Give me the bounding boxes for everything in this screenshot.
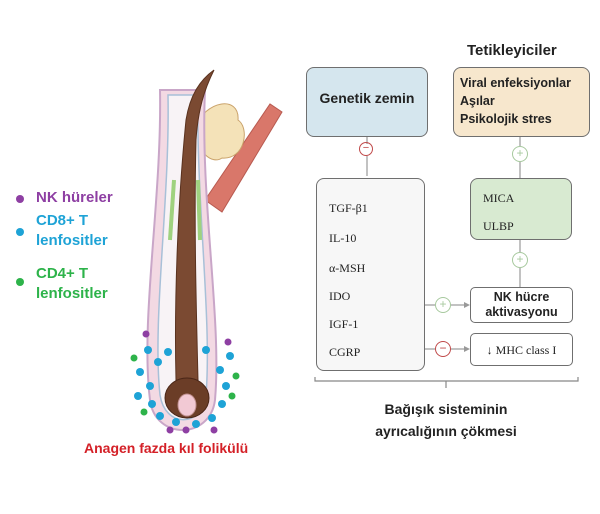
mhc-box: ↓ MHC class I: [470, 333, 573, 366]
trigger-item-stress: Psikolojik stres: [460, 112, 552, 126]
minus-circle-genetic: −: [359, 142, 373, 156]
mhc-label: ↓ MHC class I: [486, 343, 557, 357]
immune-cells-cluster: [130, 330, 240, 434]
nk-ligand-box: MICA ULBP: [470, 178, 572, 240]
nk-activation-label-line2: aktivasyonu: [485, 305, 558, 319]
outcome-label: Bağışık sisteminin ayrıcalığının çökmesi: [375, 401, 517, 439]
trigger-item-viral: Viral enfeksiyonlar: [460, 76, 571, 90]
genetic-background-box: Genetik zemin: [306, 67, 428, 137]
trigger-item-vaccines: Aşılar: [460, 94, 495, 108]
factor-amsh: α-MSH: [329, 261, 366, 275]
nk-activation-box: NK hücre aktivasyonu: [470, 287, 573, 323]
nk-legend-dot: [16, 195, 24, 203]
plus-circle-triggers: +: [512, 146, 528, 162]
triggers-heading: Tetikleyiciler: [467, 42, 557, 59]
follicle-caption: Anagen fazda kıl folikülü: [84, 440, 249, 456]
ligand-ulbp: ULBP: [483, 219, 514, 233]
dermal-papilla: [177, 393, 197, 417]
ligand-mica: MICA: [483, 191, 515, 205]
factor-tgf: TGF-β1: [329, 201, 368, 215]
immune-factors-box: TGF-β1 IL-10 α-MSH IDO IGF-1 CGRP: [316, 178, 425, 371]
factor-il10: IL-10: [329, 231, 357, 245]
plus-circle-ligands: +: [512, 252, 528, 268]
companion-layer-left: [168, 179, 176, 241]
arrector-pili-muscle: [204, 103, 283, 213]
cd4-legend-dot: [16, 278, 24, 286]
factor-ido: IDO: [329, 289, 351, 303]
plus-circle-nk: +: [435, 297, 451, 313]
legend-cd4-label: CD4+ T lenfositler: [36, 265, 108, 302]
minus-circle-mhc: −: [435, 341, 451, 357]
factor-cgrp: CGRP: [329, 345, 361, 359]
cd8-legend-dot: [16, 228, 24, 236]
outcome-bracket: [314, 377, 579, 382]
factor-igf1: IGF-1: [329, 317, 359, 331]
triggers-box: Viral enfeksiyonlar Aşılar Psikolojik st…: [453, 67, 590, 137]
legend-cd8-label: CD8+ T lenfositler: [36, 212, 108, 249]
nk-activation-label-line1: NK hücre: [493, 290, 550, 304]
sebaceous-gland: [194, 103, 245, 161]
legend-nk-label: NK hüreler: [36, 189, 113, 206]
genetic-background-label: Genetik zemin: [319, 90, 415, 106]
hair-shaft: [174, 69, 215, 381]
companion-layer-right: [196, 179, 202, 241]
